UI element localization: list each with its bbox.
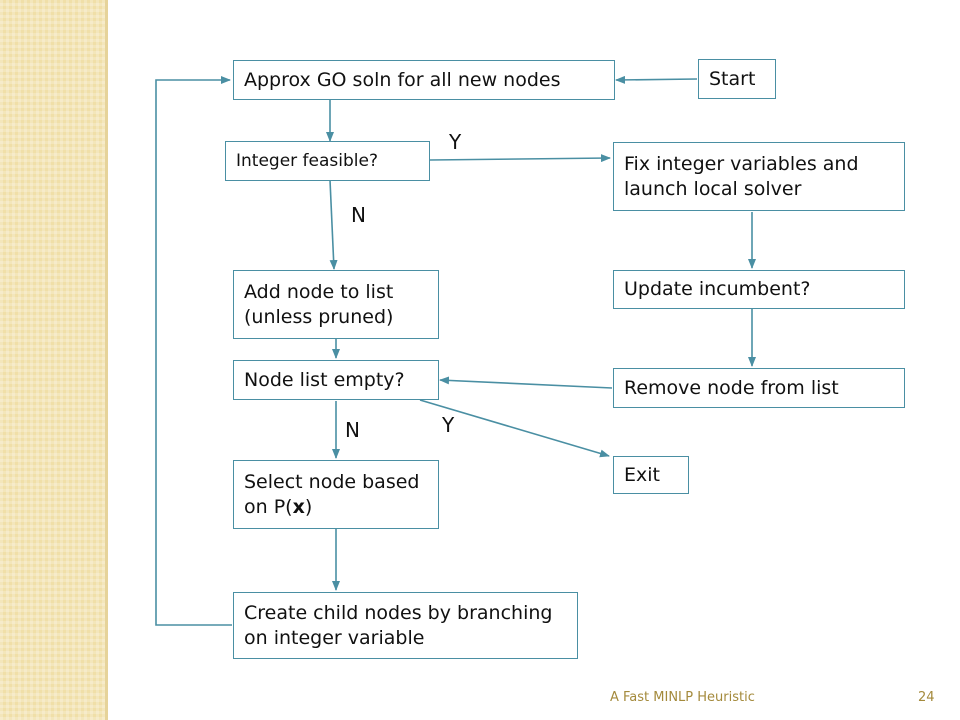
remove-node-node: Remove node from list <box>613 368 905 408</box>
page-number: 24 <box>918 690 935 705</box>
node-list-empty-label: Node list empty? <box>244 368 405 391</box>
update-incumbent-node: Update incumbent? <box>613 270 905 309</box>
select-node-text-pre: Select node based on P( <box>244 470 420 518</box>
approx-go-node: Approx GO soln for all new nodes <box>233 60 615 100</box>
add-node-label: Add node to list (unless pruned) <box>244 280 394 328</box>
feasible-no-label: N <box>351 203 366 227</box>
select-node-label: Select node based on P(x) <box>244 470 419 520</box>
node-list-empty-node: Node list empty? <box>233 360 439 400</box>
exit-node: Exit <box>613 456 689 494</box>
arrow-empty-to-exit <box>419 399 610 458</box>
arrow-loop-back <box>155 76 232 626</box>
create-child-node: Create child nodes by branching on integ… <box>233 592 578 659</box>
integer-feasible-node: Integer feasible? <box>225 141 430 181</box>
empty-yes-label: Y <box>442 413 455 437</box>
fix-integer-label: Fix integer variables and launch local s… <box>624 152 859 200</box>
select-node-node: Select node based on P(x) <box>233 460 439 529</box>
footer-title: A Fast MINLP Heuristic <box>610 690 755 705</box>
exit-label: Exit <box>624 463 660 486</box>
arrow-feasible-to-fix <box>429 154 611 163</box>
arrow-feasible-to-add <box>329 179 338 270</box>
select-node-bold-x: x <box>292 495 305 518</box>
approx-go-label: Approx GO soln for all new nodes <box>244 68 561 91</box>
start-node: Start <box>698 59 776 99</box>
arrow-remove-to-empty <box>439 376 613 389</box>
decorative-sidebar <box>0 0 105 720</box>
remove-node-label: Remove node from list <box>624 376 839 399</box>
fix-integer-node: Fix integer variables and launch local s… <box>613 142 905 211</box>
arrow-start-to-approx <box>615 75 698 84</box>
feasible-yes-label: Y <box>449 130 462 154</box>
sidebar-edge <box>105 0 108 720</box>
select-node-text-post: ) <box>304 495 313 518</box>
update-incumbent-label: Update incumbent? <box>624 278 811 300</box>
start-label: Start <box>709 67 756 90</box>
create-child-label: Create child nodes by branching on integ… <box>244 601 553 649</box>
empty-no-label: N <box>345 418 360 442</box>
integer-feasible-label: Integer feasible? <box>236 150 378 171</box>
add-node-node: Add node to list (unless pruned) <box>233 270 439 339</box>
